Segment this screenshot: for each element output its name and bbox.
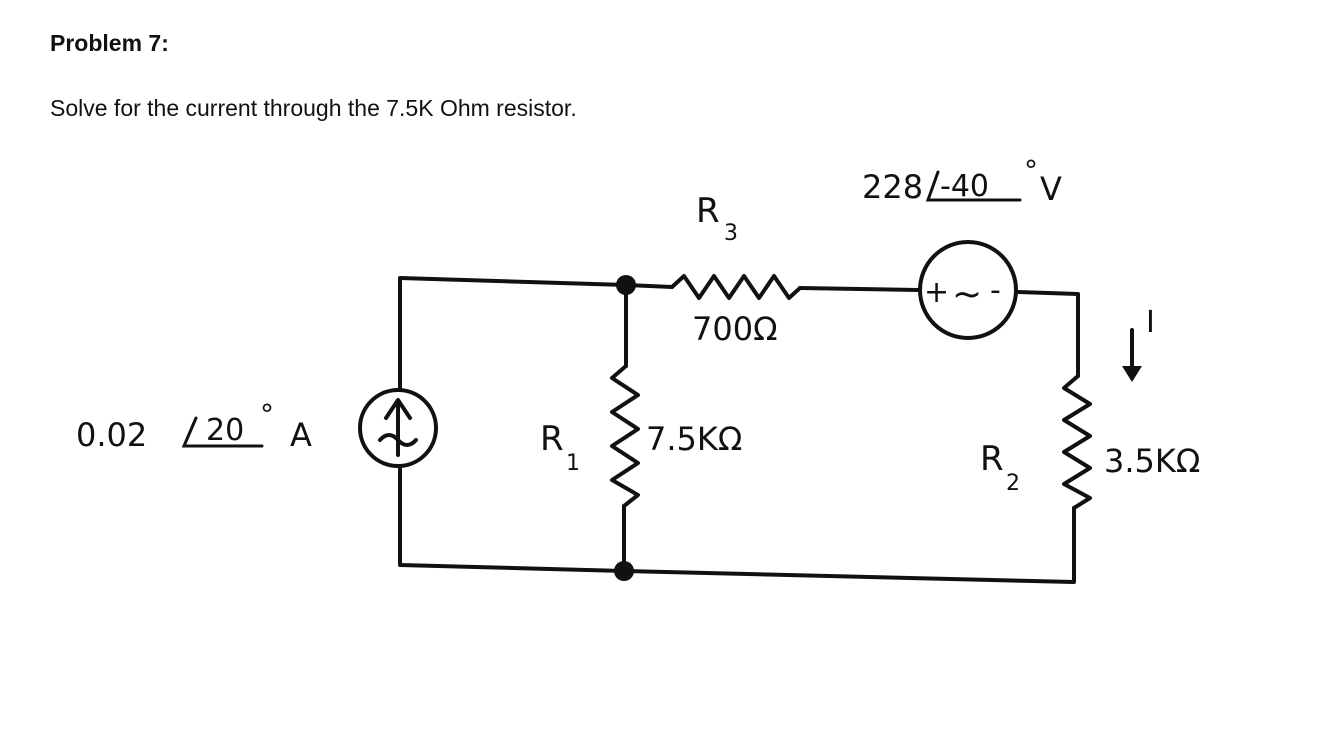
voltage-degree: °: [1024, 154, 1038, 187]
current-source: [358, 388, 438, 468]
r1-name: R: [540, 419, 564, 459]
current-label: I: [1146, 305, 1155, 340]
r3-resistor: [670, 274, 802, 300]
r2-resistor: [1062, 374, 1092, 510]
current-source-arrow: [384, 398, 412, 457]
r2-value: 3.5KΩ: [1104, 442, 1200, 480]
current-degree: °: [260, 398, 274, 431]
junction-top: [616, 275, 636, 295]
wire-bottom: [622, 506, 1076, 584]
r3-name: R: [696, 191, 720, 231]
current-unit: A: [290, 416, 312, 454]
r2-name: R: [980, 439, 1004, 479]
voltage-unit: V: [1040, 170, 1062, 208]
angle-symbol-voltage: [925, 170, 1022, 202]
r2-subscript: 2: [1006, 471, 1020, 496]
current-arrow: [1122, 328, 1142, 382]
problem-title: Problem 7:: [50, 30, 169, 56]
r3-subscript: 3: [724, 221, 738, 246]
voltage-magnitude: 228: [862, 168, 923, 206]
wire-top-left: [398, 276, 628, 392]
wire-left-bottom: [398, 464, 626, 573]
r1-resistor: [610, 364, 640, 508]
r1-value: 7.5KΩ: [646, 420, 742, 458]
junction-bottom: [614, 561, 634, 581]
voltage-source: + ~ -: [918, 240, 1018, 340]
voltage-angle: -40: [940, 169, 989, 204]
current-magnitude: 0.02: [76, 416, 147, 454]
voltage-source-symbol: ~: [952, 274, 982, 315]
angle-symbol-current: [181, 416, 264, 448]
problem-prompt: Solve for the current through the 7.5K O…: [50, 95, 577, 121]
r1-subscript: 1: [566, 451, 580, 476]
voltage-source-label: 228 -40 ° V: [862, 154, 1062, 208]
voltage-source-plus: +: [924, 275, 949, 310]
current-source-label: 0.02 20 ° A: [76, 398, 312, 454]
voltage-source-minus: -: [990, 273, 1001, 308]
wire-top-right: [1016, 290, 1080, 378]
wire-r3-to-source: [798, 286, 920, 292]
current-angle: 20: [206, 413, 244, 448]
r3-value: 700Ω: [692, 310, 778, 348]
